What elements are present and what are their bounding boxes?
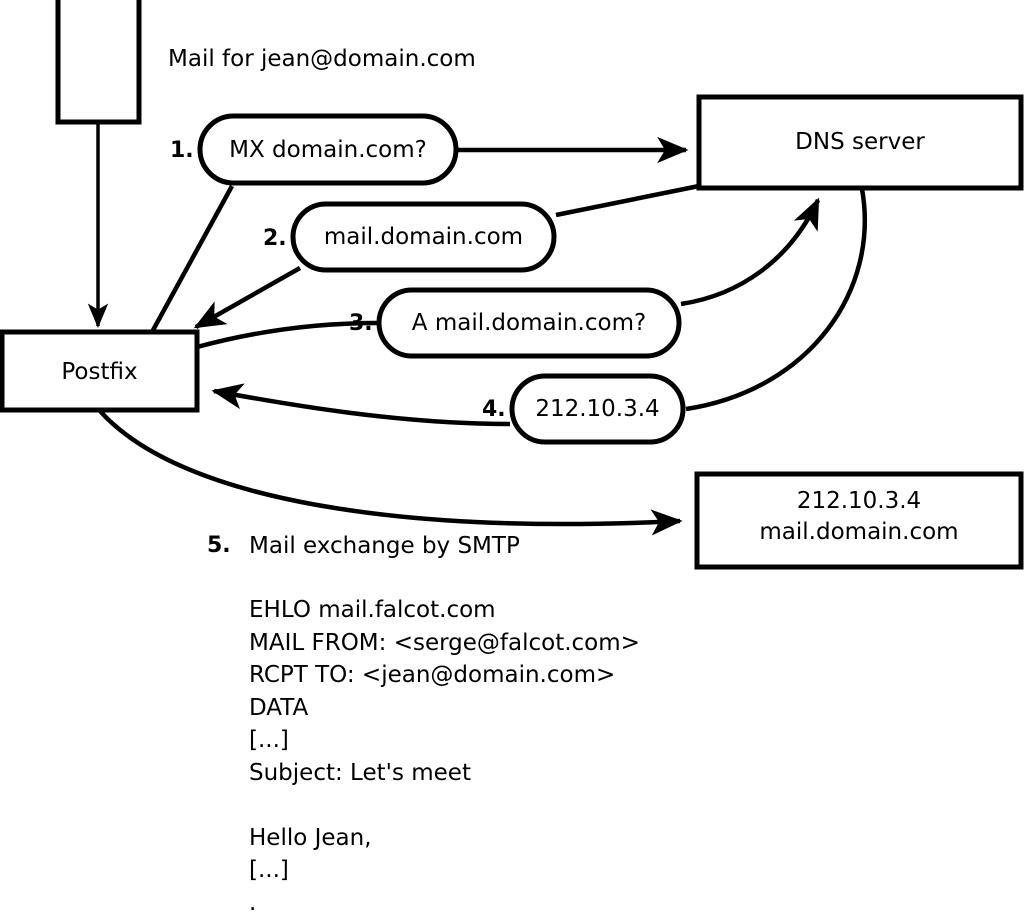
smtp-line: DATA bbox=[249, 694, 309, 721]
step5-caption: Mail exchange by SMTP bbox=[249, 533, 520, 559]
smtp-line: [...] bbox=[249, 857, 289, 883]
node-mail-server-box[interactable] bbox=[694, 471, 1024, 570]
bubble-step4[interactable] bbox=[509, 373, 686, 445]
smtp-line: Subject: Let's meet bbox=[249, 759, 471, 786]
smtp-line: [...] bbox=[249, 727, 289, 753]
node-postfix-box[interactable] bbox=[0, 329, 200, 413]
smtp-line: Hello Jean, bbox=[249, 824, 372, 851]
edge-step5-smtp bbox=[98, 409, 683, 536]
edge-step3-from-postfix bbox=[196, 320, 378, 350]
bubble-step3[interactable] bbox=[376, 287, 682, 359]
smtp-line: RCPT TO: <jean@domain.com> bbox=[249, 662, 616, 688]
step-number-4: 4. bbox=[482, 397, 506, 422]
node-dns-server-box[interactable] bbox=[696, 94, 1024, 191]
edge-step2-to-postfix bbox=[193, 266, 302, 329]
node-mail-client-box[interactable] bbox=[55, 0, 142, 125]
edge-step4-from-dns bbox=[685, 188, 868, 412]
smtp-line-blank bbox=[249, 789, 769, 822]
step-number-1: 1. bbox=[170, 138, 194, 163]
bubble-step2[interactable] bbox=[290, 201, 557, 273]
edge-step1-tail bbox=[150, 184, 234, 334]
edge-step4-to-postfix bbox=[211, 383, 511, 427]
edge-step2-from-dns bbox=[555, 183, 700, 218]
smtp-line: EHLO mail.falcot.com bbox=[249, 597, 496, 623]
smtp-transcript: EHLO mail.falcot.com MAIL FROM: <serge@f… bbox=[249, 594, 769, 919]
step-number-5: 5. bbox=[207, 533, 231, 558]
step-number-3: 3. bbox=[349, 311, 373, 336]
edge-step3-to-dns bbox=[680, 197, 821, 307]
page-title: Mail for jean@domain.com bbox=[168, 46, 476, 72]
step-number-2: 2. bbox=[263, 226, 287, 251]
smtp-line: MAIL FROM: <serge@falcot.com> bbox=[249, 629, 640, 656]
smtp-line: . bbox=[249, 889, 257, 916]
bubble-step1[interactable] bbox=[197, 113, 459, 186]
